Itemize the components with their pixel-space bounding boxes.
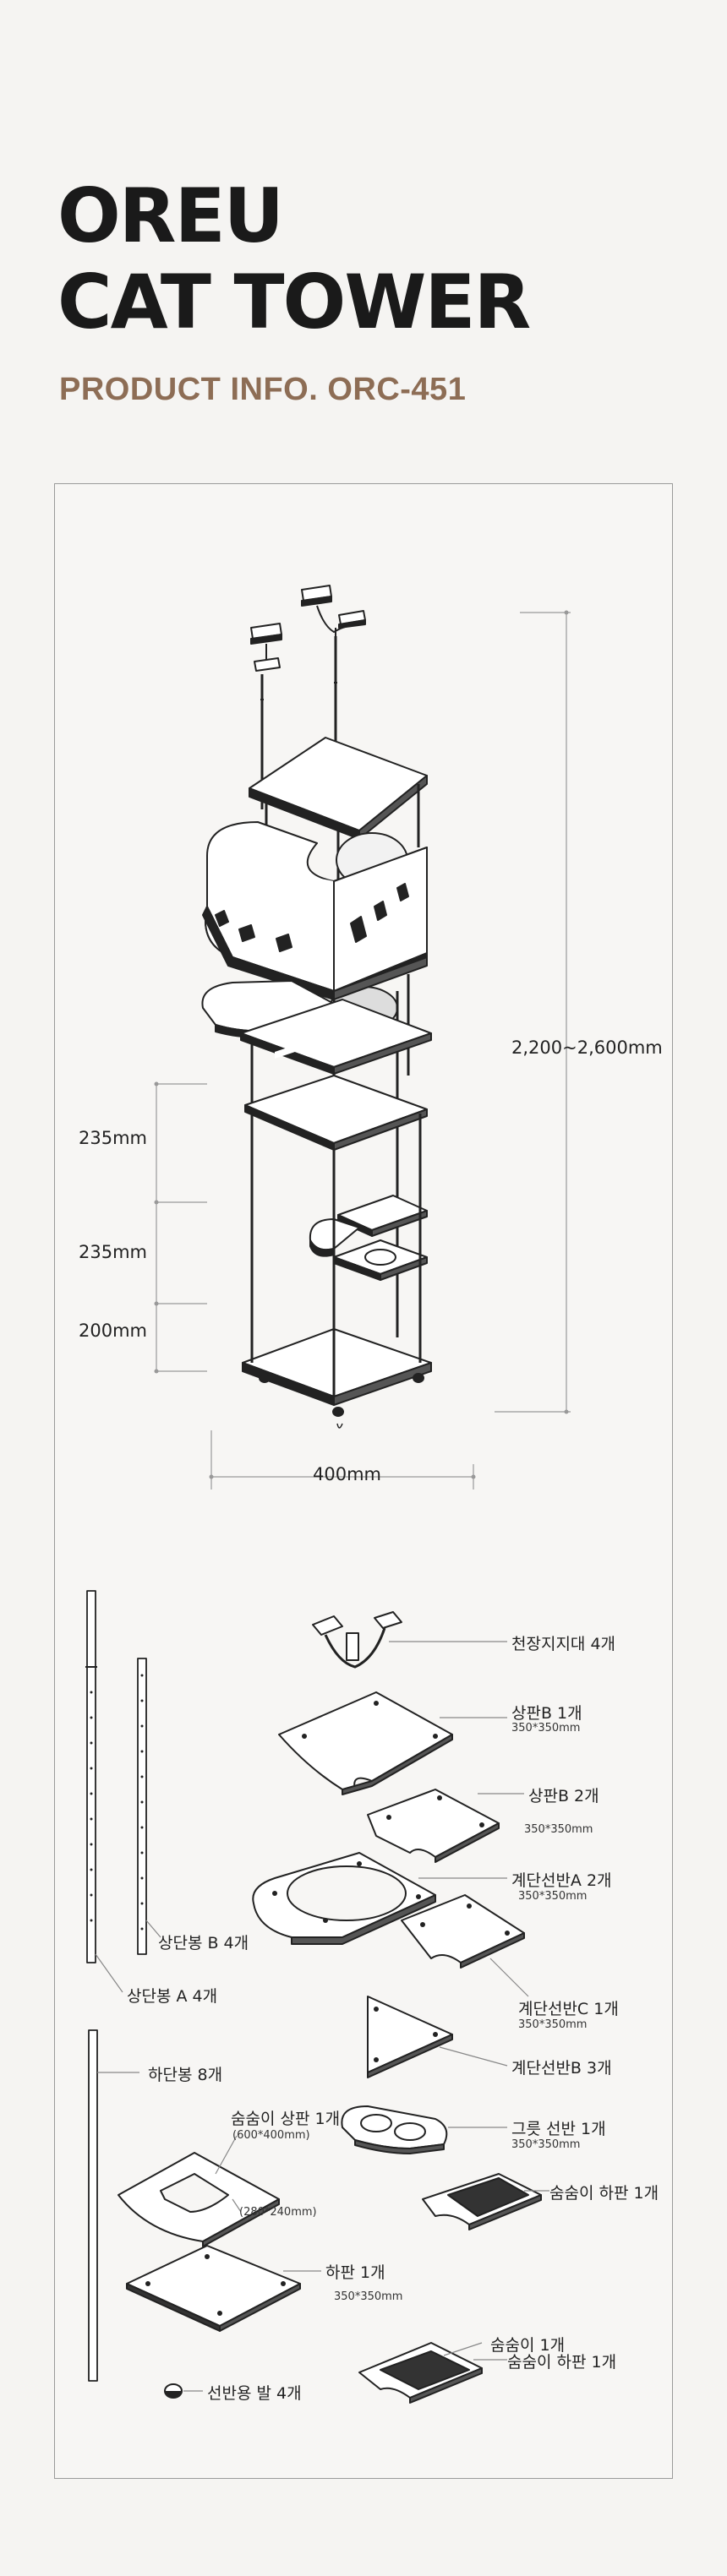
tower-shelf [333, 1239, 428, 1281]
tower-illustration [85, 585, 571, 2404]
top-plate-b-part [278, 1691, 453, 1795]
step-shelf-c-part [401, 1894, 525, 1969]
house-label: 숨숨이 1개 [490, 2336, 566, 2355]
gap-dimension-1: 235mm [79, 1128, 147, 1148]
title-line-2: CAT TOWER [57, 259, 531, 346]
house-top-label: 숨숨이 상판 1개 [231, 2110, 341, 2128]
step-shelf-b-part [367, 1996, 453, 2078]
product-subtitle: PRODUCT INFO. ORC-451 [59, 372, 467, 407]
house-bottom-label-2: 숨숨이 하판 1개 [507, 2353, 617, 2372]
top-plate-b-size: 350*350mm [511, 1722, 581, 1735]
lower-pole-label: 하단봉 8개 [148, 2066, 223, 2084]
top-plate-b2-label: 상판B 2개 [528, 1787, 599, 1805]
shelf-foot-part [164, 2383, 183, 2399]
step-shelf-a-label: 계단선반A 2개 [511, 1871, 612, 1890]
upper-pole-a [85, 1590, 97, 1963]
ceiling-support-part [312, 1611, 402, 1669]
house-bottom-label-1: 숨숨이 하판 1개 [549, 2184, 659, 2203]
tower-drawing [201, 585, 432, 1429]
product-title: OREU CAT TOWER [57, 172, 531, 346]
dimension-lines [155, 612, 571, 1490]
bottom-plate-size: 350*350mm [334, 2290, 403, 2303]
top-plate-b2-size: 350*350mm [524, 1823, 593, 1836]
step-shelf-c-size: 350*350mm [518, 2018, 588, 2031]
step-shelf-a-size: 350*350mm [518, 1890, 588, 1903]
ceiling-support-label: 천장지지대 4개 [511, 1635, 616, 1653]
upper-pole-b [137, 1658, 147, 1955]
bowl-shelf-label: 그릇 선반 1개 [511, 2120, 606, 2138]
bottom-plate-label: 하판 1개 [325, 2263, 385, 2282]
step-shelf-b-label: 계단선반B 3개 [511, 2059, 612, 2078]
height-dimension: 2,200~2,600mm [511, 1037, 663, 1058]
bowl-shelf-size: 350*350mm [511, 2138, 581, 2151]
title-line-1: OREU [57, 172, 284, 259]
tower-shelf [244, 1075, 428, 1151]
product-diagram-panel: 2,200~2,600mm 235mm 235mm 200mm 400mm 천장… [54, 483, 673, 2479]
house-top-part [118, 2152, 280, 2247]
lower-pole [88, 2029, 98, 2382]
step-shelf-a-part [252, 1852, 436, 1945]
upper-pole-b-label: 상단봉 B 4개 [158, 1934, 249, 1952]
top-plate-b-label: 상판B 1개 [511, 1704, 582, 1723]
bottom-plate-part [126, 2245, 301, 2332]
bowl-shelf-part [341, 2105, 448, 2154]
step-shelf-c-label: 계단선반C 1개 [518, 2000, 619, 2018]
top-plate-b2-part [367, 1789, 500, 1863]
upper-pole-a-label: 상단봉 A 4개 [127, 1987, 218, 2006]
ceiling-bracket [250, 623, 282, 672]
gap-dimension-3: 200mm [79, 1321, 147, 1341]
house-part [358, 2342, 483, 2404]
gap-dimension-2: 235mm [79, 1242, 147, 1262]
house-top-size: (600*400mm) [232, 2129, 310, 2142]
ceiling-bracket [301, 585, 366, 640]
house-inner-size: (280*240mm) [239, 2206, 317, 2219]
tower-shelf [337, 1195, 428, 1237]
house-bottom-part [422, 2173, 542, 2230]
tower-shelf [242, 1328, 432, 1406]
shelf-feet-label: 선반용 발 4개 [207, 2384, 302, 2403]
width-dimension: 400mm [313, 1464, 381, 1484]
